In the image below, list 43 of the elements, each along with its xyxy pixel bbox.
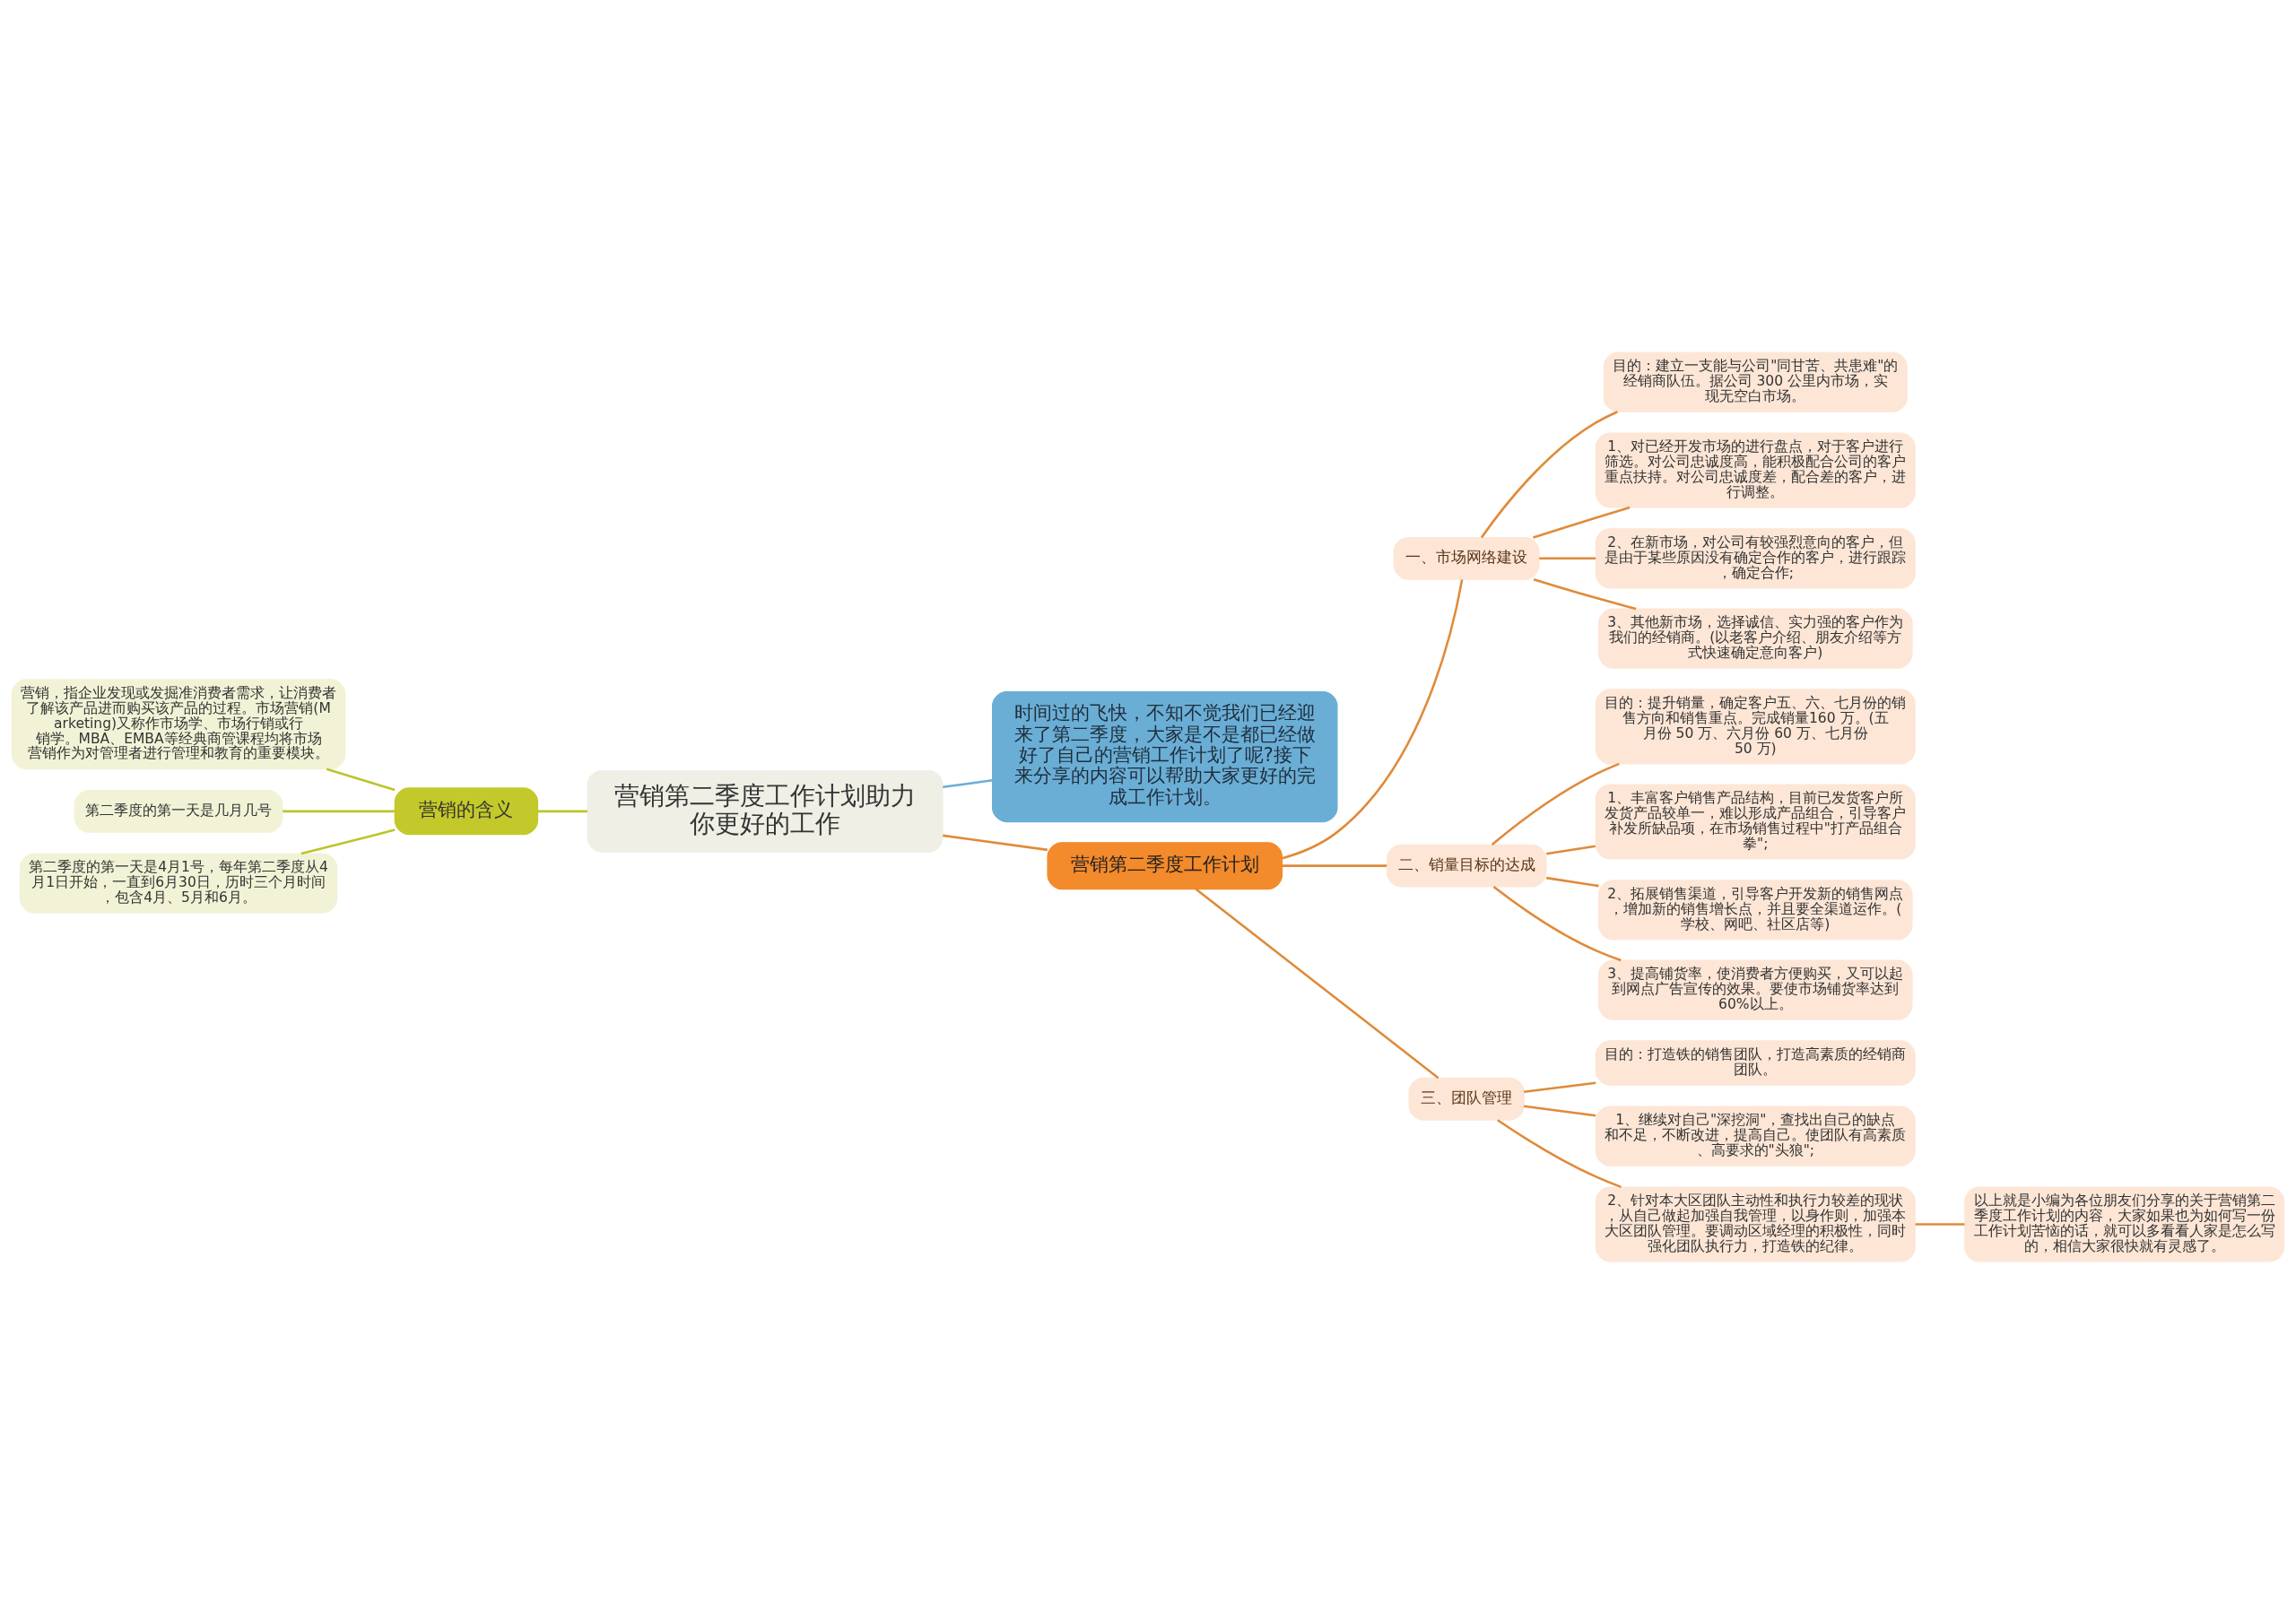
connector [1497, 1118, 1622, 1188]
connector [537, 810, 587, 812]
connector [1545, 844, 1596, 854]
connector [283, 810, 396, 812]
node-box: 第二季度的第一天是几月几号 [74, 789, 283, 833]
node-box: 营销第二季度工作计划 [1047, 841, 1283, 889]
node-box: 1、继续对自己"深挖洞"，查找出自己的缺点和不足，不断改进，提高自己。使团队有高素质、高要求的"头狼"; [1595, 1105, 1916, 1166]
connector [326, 767, 396, 791]
connector [1915, 1222, 1965, 1226]
node-box: 1、对已经开发市场的进行盘点，对于客户进行筛选。对公司忠诚度高，能积极配合公司的客户重点扶持。对公司忠诚度差，配合差的客户，进行调整。 [1595, 431, 1916, 508]
connector [1195, 888, 1439, 1079]
connector [943, 778, 993, 788]
connector [1545, 876, 1599, 887]
node-box: 2、针对本大区团队主动性和执行力较差的现状，从自己做起加强自我管理，以身作则，加强本大区团队管理。要调动区域经理的积极性，同时强化团队执行力，打造铁的纪律。 [1595, 1185, 1916, 1262]
connector [1282, 863, 1387, 867]
node-box: 目的：打造铁的销售团队，打造高素质的经销商团队。 [1595, 1039, 1916, 1086]
node-box: 营销的含义 [394, 786, 539, 835]
node-box: 营销，指企业发现或发掘准消费者需求，让消费者了解该产品进而购买该产品的过程。市场营销(Marketing)又称作市场学、市场行销或行销学。MBA、EMBA等经典商管课程均将市场营销作为对管理者进行管理和教育的重要模块。 [11, 678, 346, 769]
node-box: 2、在新市场，对公司有较强烈意向的客户，但是由于某些原因没有确定合作的客户，进行跟踪，确定合作; [1595, 527, 1916, 588]
node-box: 3、提高铺货率，使消费者方便购买，又可以起到网点广告宣传的效果。要使市场铺货率达到 60%以上。 [1597, 958, 1913, 1020]
connector [1491, 762, 1620, 846]
connector [1524, 1105, 1596, 1116]
node-box: 营销第二季度工作计划助力你更好的工作 [587, 769, 944, 853]
connector [1539, 557, 1596, 559]
connector [300, 828, 396, 854]
connector [1533, 506, 1631, 539]
node-box: 1、丰富客户销售产品结构，目前已发货客户所发货产品较单一，难以形成产品组合，引导客户补发所缺品项，在市场销售过程中"打产品组合拳"; [1595, 783, 1916, 860]
node-box: 目的：提升销量，确定客户五、六、七月份的销售方向和销售重点。完成销量160 万。(五月份 50 万、六月份 60 万、七月份 50 万) [1595, 688, 1916, 764]
node-box: 三、团队管理 [1408, 1077, 1525, 1121]
connector [1524, 1081, 1596, 1093]
connector [943, 834, 1048, 851]
node-box: 二、销量目标的达成 [1386, 844, 1547, 888]
connector [1282, 578, 1464, 859]
node-box: 目的：建立一支能与公司"同甘苦、共患难"的经销商队伍。据公司 300 公里内市场，实现无空白市场。 [1603, 351, 1908, 412]
node-box: 第二季度的第一天是4月1号，每年第二季度从4月1日开始，一直到6月30日，历时三个月时间，包含4月、5月和6月。 [19, 852, 338, 914]
connector [1480, 410, 1618, 538]
node-box: 一、市场网络建设 [1393, 536, 1540, 580]
node-box: 以上就是小编为各位朋友们分享的关于营销第二季度工作计划的内容，大家如果也为如何写一份工作计划苦恼的话，就可以多看看人家是怎么写的，相信大家很快就有灵感了。 [1964, 1185, 2285, 1262]
connector [1492, 885, 1622, 961]
node-box: 时间过的飞快，不知不觉我们已经迎来了第二季度，大家是不是都已经做好了自己的营销工作计划了呢?接下来分享的内容可以帮助大家更好的完成工作计划。 [992, 690, 1338, 822]
node-box: 3、其他新市场，选择诚信、实力强的客户作为我们的经销商。(以老客户介绍、朋友介绍等方式快速确定意向客户) [1597, 607, 1913, 669]
connector [1533, 577, 1637, 610]
node-box: 2、拓展销售渠道，引导客户开发新的销售网点，增加新的销售增长点，并且要全渠道运作。(学校、网吧、社区店等) [1597, 879, 1913, 940]
